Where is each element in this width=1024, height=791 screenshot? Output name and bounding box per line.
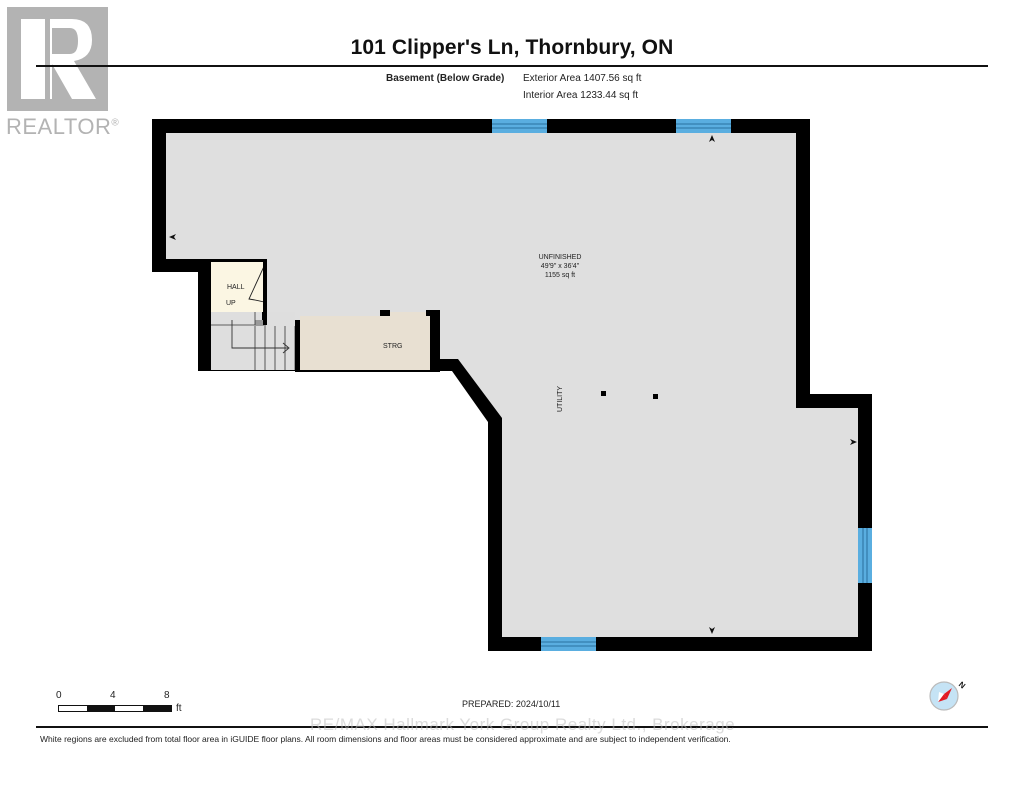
brokerage-watermark: RE/MAX Hallmark York Group Realty Ltd., … bbox=[310, 715, 736, 734]
window-top-2 bbox=[676, 119, 731, 133]
room-label-storage: STRG bbox=[383, 343, 403, 350]
unfinished-room-floor bbox=[166, 133, 858, 637]
room-name: UNFINISHED bbox=[538, 254, 582, 261]
camera-marker-south[interactable] bbox=[709, 627, 715, 634]
scale-bar: 0 4 8 ft bbox=[56, 690, 206, 716]
window-right bbox=[858, 528, 872, 583]
stairs-up-label: UP bbox=[226, 300, 236, 307]
room-area: 1155 sq ft bbox=[544, 272, 576, 279]
interior-wall-hall bbox=[263, 259, 267, 325]
floor-plan-disclaimer: White regions are excluded from total fl… bbox=[40, 734, 731, 744]
room-label-unfinished: UNFINISHED 49'9" x 36'4" 1155 sq ft bbox=[530, 253, 590, 280]
storage-opening bbox=[390, 312, 426, 317]
support-column bbox=[601, 391, 606, 396]
scale-tick-8: 8 bbox=[164, 690, 170, 701]
stairs-up-arrow bbox=[231, 320, 290, 354]
support-column bbox=[653, 394, 658, 399]
realtor-wordmark: REALTOR® bbox=[6, 114, 120, 139]
window-bottom bbox=[541, 637, 596, 651]
window-top-1 bbox=[492, 119, 547, 133]
scale-bar-graphic bbox=[58, 705, 172, 712]
compass-icon: N bbox=[926, 677, 970, 713]
room-label-utility: UTILITY bbox=[557, 385, 564, 412]
camera-marker-north[interactable] bbox=[709, 135, 715, 142]
property-address-title: 101 Clipper's Ln, Thornbury, ON bbox=[350, 36, 674, 59]
room-label-hall: HALL bbox=[227, 284, 245, 291]
storage-floor bbox=[300, 316, 430, 370]
windows bbox=[492, 119, 872, 651]
scale-unit: ft bbox=[176, 703, 182, 714]
floor-level-label: Basement (Below Grade) bbox=[386, 73, 505, 84]
room-dimensions: 49'9" x 36'4" bbox=[540, 263, 580, 270]
scale-tick-4: 4 bbox=[110, 690, 116, 701]
realtor-logo: REALTOR® bbox=[6, 6, 119, 139]
camera-marker-east[interactable] bbox=[850, 439, 857, 445]
compass-north-label: N bbox=[957, 680, 967, 691]
header-divider bbox=[36, 65, 988, 67]
exterior-area: Exterior Area 1407.56 sq ft bbox=[523, 73, 642, 84]
camera-marker-west[interactable] bbox=[169, 234, 176, 240]
hall-door bbox=[248, 261, 267, 303]
interior-area: Interior Area 1233.44 sq ft bbox=[523, 90, 639, 101]
prepared-date: PREPARED: 2024/10/11 bbox=[462, 699, 561, 709]
camera-markers[interactable] bbox=[169, 135, 857, 634]
scale-tick-0: 0 bbox=[56, 690, 62, 701]
stairs-floor bbox=[211, 312, 295, 370]
footer-divider bbox=[36, 726, 988, 728]
stairs-rail bbox=[255, 320, 266, 326]
